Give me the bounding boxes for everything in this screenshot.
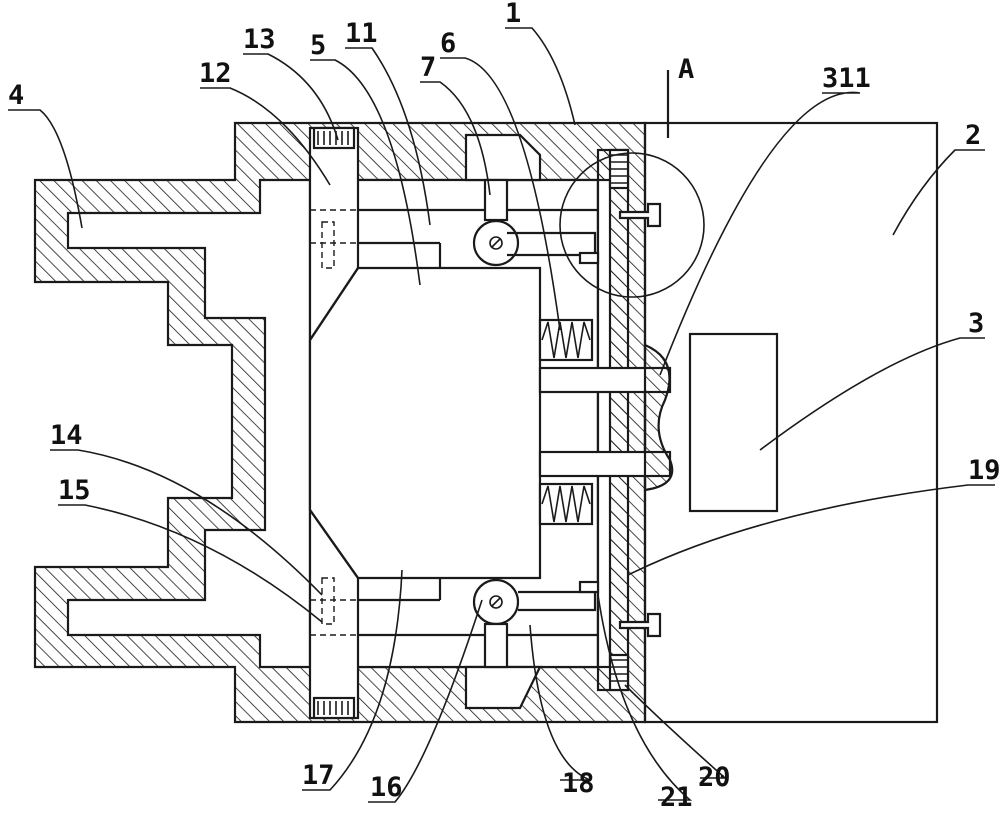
label-19: 19 [968, 455, 1000, 486]
label-A: A [678, 54, 694, 85]
latch-21 [580, 582, 598, 592]
label-17: 17 [302, 760, 335, 791]
label-2: 2 [965, 120, 981, 151]
label-20: 20 [698, 762, 731, 793]
plate-19-inner [598, 180, 610, 667]
label-3: 3 [968, 308, 984, 339]
label-12: 12 [199, 58, 232, 89]
label-6: 6 [440, 28, 456, 59]
label-21: 21 [660, 782, 693, 813]
block-5 [310, 268, 540, 578]
housing-part-2 [645, 123, 937, 722]
label-311: 311 [822, 63, 871, 94]
label-7: 7 [420, 52, 436, 83]
label-11: 11 [345, 18, 378, 49]
label-14: 14 [50, 420, 83, 451]
latch-top-small [580, 253, 598, 263]
label-15: 15 [58, 475, 91, 506]
component-3 [690, 334, 777, 511]
label-4: 4 [8, 80, 24, 111]
label-1: 1 [505, 0, 521, 29]
label-5: 5 [310, 30, 326, 61]
label-13: 13 [243, 24, 276, 55]
label-16: 16 [370, 772, 403, 803]
label-18: 18 [562, 768, 595, 799]
roller-16-bracket [485, 624, 507, 667]
